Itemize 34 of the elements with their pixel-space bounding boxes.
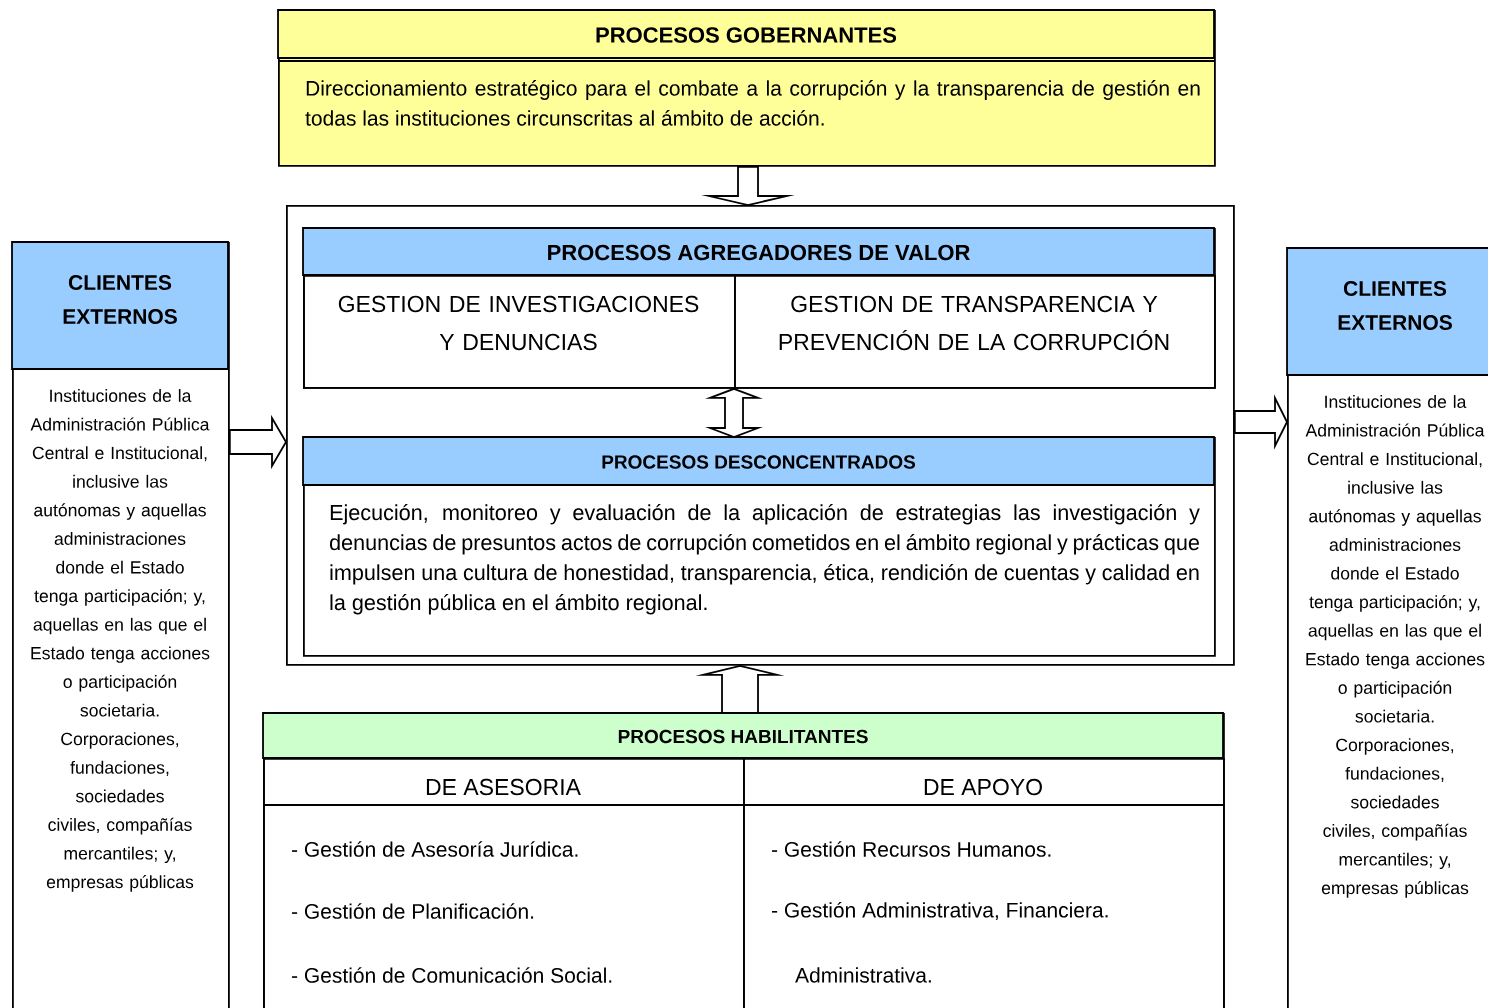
double-block-arrow	[705, 387, 763, 438]
process-box	[302, 436, 1216, 657]
heading: PROCESOS AGREGADORES DE VALOR	[548, 244, 970, 261]
description-text: Instituciones de la Administración Pública Central e Institucional, inclusive las autónomas y aquellas administraciones donde el Estado tenga participación; y, aquellas en las que el Estado tenga acciones o participación societaria. Corporaciones, fundaciones, sociedades civiles, compañías mercantiles; y, empresas públicas	[30, 389, 210, 892]
heading: CLIENTES EXTERNOS	[63, 275, 177, 324]
list-item: - Gestión Administrativa, Financiera.	[772, 901, 1108, 921]
list-item: - Gestión de Planificación.	[292, 903, 534, 919]
block-arrow	[701, 165, 795, 206]
description-text: Direccionamiento estratégico para el combate a la corrupción y la transparencia de gestión en todas las instituciones circunscritas al ámbito de acción.	[305, 80, 1200, 126]
process-column	[262, 758, 745, 1008]
column-heading: DE ASESORIA	[426, 778, 581, 796]
description-text: Ejecución, monitoreo y evaluación de la aplicación de estrategias las investigación y denuncias de presuntos actos de corrupción cometidos en el ámbito regional y prácticas que impulsen una cultura de honestidad, transparencia, ética, rendición de cuentas y calidad en la gestión pública en el ámbito regional.	[330, 504, 1200, 615]
process-cell	[303, 275, 736, 389]
process-column	[742, 758, 1225, 1008]
list-item: - Gestión de Asesoría Jurídica.	[292, 841, 578, 857]
heading: PROCESOS GOBERNANTES	[596, 27, 897, 43]
list-item: - Gestión Recursos Humanos.	[772, 841, 1051, 857]
frame-box	[286, 205, 1235, 666]
block-arrow	[695, 664, 785, 714]
column-heading: DE APOYO	[924, 778, 1042, 796]
cell-text: GESTION DE TRANSPARENCIA Y PREVENCIÓN DE LA CORRUPCIÓN	[779, 295, 1169, 351]
heading: PROCESOS HABILITANTES	[618, 729, 868, 744]
description-text: Instituciones de la Administración Pública Central e Institucional, inclusive las autónomas y aquellas administraciones donde el Estado tenga participación; y, aquellas en las que el Estado tenga acciones o participación societaria. Corporaciones, fundaciones, sociedades civiles, compañías mercantiles; y, empresas públicas	[1305, 395, 1485, 898]
heading: CLIENTES EXTERNOS	[1338, 281, 1452, 330]
client-box	[11, 241, 230, 1008]
process-cell	[734, 275, 1216, 389]
block-arrow	[1233, 394, 1289, 450]
list-item: Administrativa.	[795, 967, 931, 983]
heading: PROCESOS DESCONCENTRADOS	[602, 455, 916, 469]
client-box	[1286, 247, 1488, 1008]
list-item: - Gestión de Comunicación Social.	[292, 967, 612, 983]
process-box	[277, 9, 1216, 167]
block-arrow	[228, 414, 288, 470]
cell-text: GESTION DE INVESTIGACIONES Y DENUNCIAS	[338, 295, 699, 351]
